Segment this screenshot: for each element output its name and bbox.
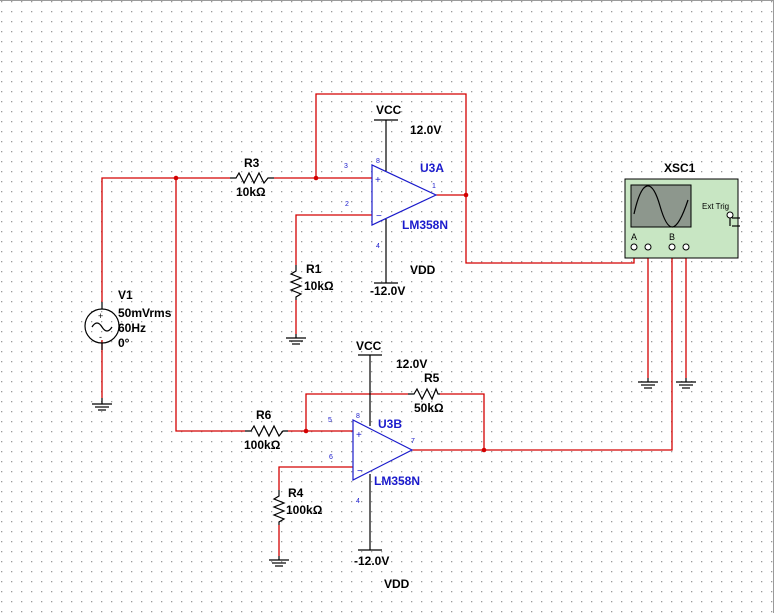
resistor-r3[interactable]: R3 10kΩ [230,156,274,199]
vdd-bottom-label: VDD [384,577,410,591]
junctions [173,175,487,453]
u3b-pin-vplus: 8 [356,413,360,420]
v1-amplitude: 50mVrms [118,306,172,320]
channel-b-terminal[interactable] [668,243,676,251]
r4-value: 100kΩ [286,503,323,517]
u3b-pin-inv: 6 [329,454,333,461]
resistor-r1[interactable]: R1 10kΩ [289,262,334,300]
channel-b-label: B [669,232,675,242]
vdd-bottom-symbol: -12.0V VDD [354,549,410,591]
r6-value: 100kΩ [244,438,281,452]
plus-sign-icon: + [98,311,103,321]
svg-text:−: − [357,466,363,477]
ext-trig-terminal[interactable] [726,211,734,219]
vcc-bottom-symbol: VCC 12.0V [356,339,427,371]
junction-dot [463,192,469,198]
opamp-u3a[interactable]: + − 3 2 1 8 4 U3A LM358N [344,120,448,283]
ground-icon-r4 [269,556,289,567]
junction-dot [173,175,179,181]
sine-wave-icon [91,322,113,332]
vcc-bottom-label: VCC [356,339,382,353]
svg-text:+: + [356,430,362,441]
junction-dot [481,447,487,453]
svg-text:+: + [375,175,381,186]
ac-source-v1[interactable]: + - V1 50mVrms 60Hz 0° [84,288,172,350]
vcc-top-symbol: VCC 12.0V [374,103,441,137]
ground-icon-scope-b [676,378,696,389]
v1-phase: 0° [118,336,130,350]
sine-wave-icon [633,185,689,228]
junction-dot [303,428,309,434]
junction-dot [313,175,319,181]
r4-ref: R4 [288,486,304,500]
r1-ref: R1 [306,262,322,276]
v1-frequency: 60Hz [118,321,146,335]
u3a-pin-vplus: 8 [376,158,380,165]
u3a-pin-inv: 2 [345,201,349,208]
u3b-pin-vminus: 4 [356,498,360,505]
u3b-ref: U3B [378,417,402,431]
u3b-pin-noninv: 5 [328,417,332,424]
vdd-top-symbol: VDD -12.0V [370,263,436,298]
channel-a-terminal[interactable] [630,243,638,251]
u3a-pin-vminus: 4 [376,243,380,250]
oscilloscope-xsc1[interactable]: XSC1 Ext Trig A B [624,161,740,259]
resistor-r6[interactable]: R6 100kΩ [244,408,288,452]
vcc-bottom-value: 12.0V [396,357,427,371]
r5-value: 50kΩ [414,401,444,415]
opamp-u3b[interactable]: + − 5 6 7 8 4 U3B LM358N [328,355,420,550]
ext-trig-label: Ext Trig [702,202,729,211]
u3a-ref: U3A [420,161,444,175]
u3b-pin-out: 7 [411,438,415,445]
xsc1-ref: XSC1 [664,161,696,175]
vdd-top-value: -12.0V [370,284,405,298]
resistor-r5[interactable]: R5 50kΩ [408,371,444,415]
vcc-top-label: VCC [376,103,402,117]
u3a-part: LM358N [402,218,448,232]
ground-icon-scope-a [638,378,658,389]
channel-a-ground-terminal[interactable] [644,243,652,251]
vcc-top-value: 12.0V [410,123,441,137]
v1-ref: V1 [118,288,133,302]
svg-text:−: − [376,211,382,222]
r3-value: 10kΩ [236,185,266,199]
vdd-top-label: VDD [410,263,436,277]
ground-icon-r1 [286,334,306,345]
r5-ref: R5 [424,371,440,385]
channel-a-label: A [631,232,637,242]
r3-ref: R3 [244,156,260,170]
u3a-pin-out: 1 [432,183,436,190]
channel-b-ground-terminal[interactable] [682,243,690,251]
u3a-pin-noninv: 3 [344,163,348,170]
r6-ref: R6 [256,408,272,422]
u3b-part: LM358N [374,474,420,488]
resistor-r4[interactable]: R4 100kΩ [272,486,323,525]
r1-value: 10kΩ [304,279,334,293]
vdd-bottom-value: -12.0V [354,554,389,568]
minus-sign-icon: - [99,332,102,342]
scope-screen [630,184,692,228]
ground-icon-v1 [92,398,112,411]
